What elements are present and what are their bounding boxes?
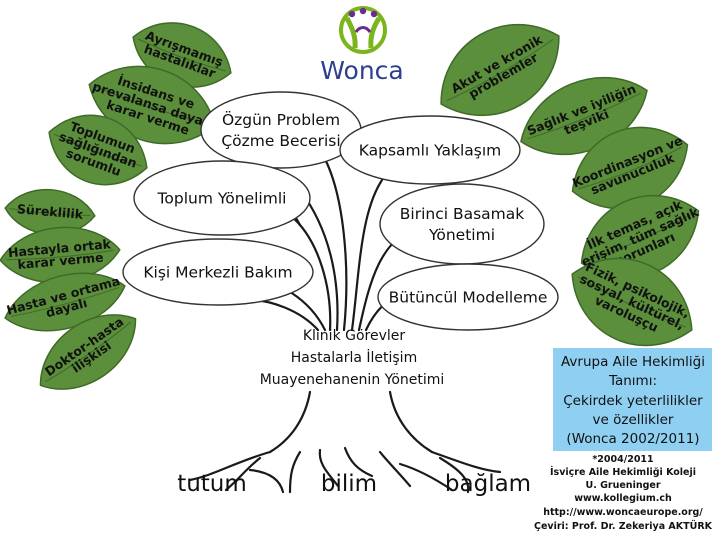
credit-line: http://www.woncaeurope.org/ (543, 507, 703, 518)
oval-label: Kişi Merkezli Bakım (143, 264, 292, 282)
credit-line: *2004/2011 (592, 454, 653, 465)
root-label-context: bağlam (445, 471, 531, 497)
wonca-logo: Wonca (320, 6, 404, 85)
wonca-wordmark: Wonca (320, 56, 403, 85)
tree-trunk (188, 148, 502, 494)
leaf-left: Süreklilik (4, 188, 96, 236)
competency-oval: Bütüncül Modelleme (377, 263, 559, 331)
root-label-science: bilim (321, 471, 377, 497)
oval-label: Yönetimi (428, 226, 495, 244)
definition-box: Avrupa Aile Hekimliği Tanımı: Çekirdek y… (553, 348, 712, 451)
trunk-label-practice-management: Muayenehanenin Yönetimi (260, 372, 445, 388)
credit-line: U. Grueninger (585, 480, 660, 491)
definition-line: (Wonca 2002/2011) (566, 431, 699, 447)
definition-line: Avrupa Aile Hekimliği (561, 354, 705, 370)
leaf-right: Fizik, psikolojik,sosyal, kültürel,varol… (571, 257, 693, 347)
leaf-text-line: karar verme (17, 250, 104, 272)
oval-label: Çözme Becerisi (221, 132, 340, 150)
credit-line: www.kollegium.ch (574, 493, 672, 504)
root-label-attitude: tutum (177, 471, 247, 497)
root-labels: tutum bilim bağlam (177, 471, 531, 497)
definition-line: ve özellikler (593, 412, 674, 428)
oval-label: Toplum Yönelimli (157, 190, 287, 208)
oval-label: Kapsamlı Yaklaşım (359, 142, 502, 160)
definition-line: Çekirdek yeterlilikler (563, 393, 703, 409)
oval-label: Birinci Basamak (400, 205, 525, 223)
leaf-text-line: Süreklilik (16, 201, 84, 222)
trunk-labels: Klinik Görevler Hastalarla İletişim Muay… (260, 328, 445, 388)
trunk-label-communication: Hastalarla İletişim (291, 348, 417, 366)
oval-label: Bütüncül Modelleme (389, 289, 548, 307)
trunk-label-clinical-tasks: Klinik Görevler (303, 328, 406, 344)
globe-icon (339, 6, 387, 54)
credit-line: İsviçre Aile Hekimliği Koleji (550, 467, 696, 478)
definition-line: Tanımı: (608, 373, 657, 389)
credits: *2004/2011 İsviçre Aile Hekimliği Koleji… (534, 454, 713, 532)
oval-label: Özgün Problem (222, 110, 340, 129)
competency-oval: Kapsamlı Yaklaşım (339, 115, 521, 185)
competency-oval: Kişi Merkezli Bakım (122, 238, 314, 306)
competency-oval: Toplum Yönelimli (133, 160, 311, 236)
credit-line: Çeviri: Prof. Dr. Zekeriya AKTÜRK (534, 521, 713, 532)
